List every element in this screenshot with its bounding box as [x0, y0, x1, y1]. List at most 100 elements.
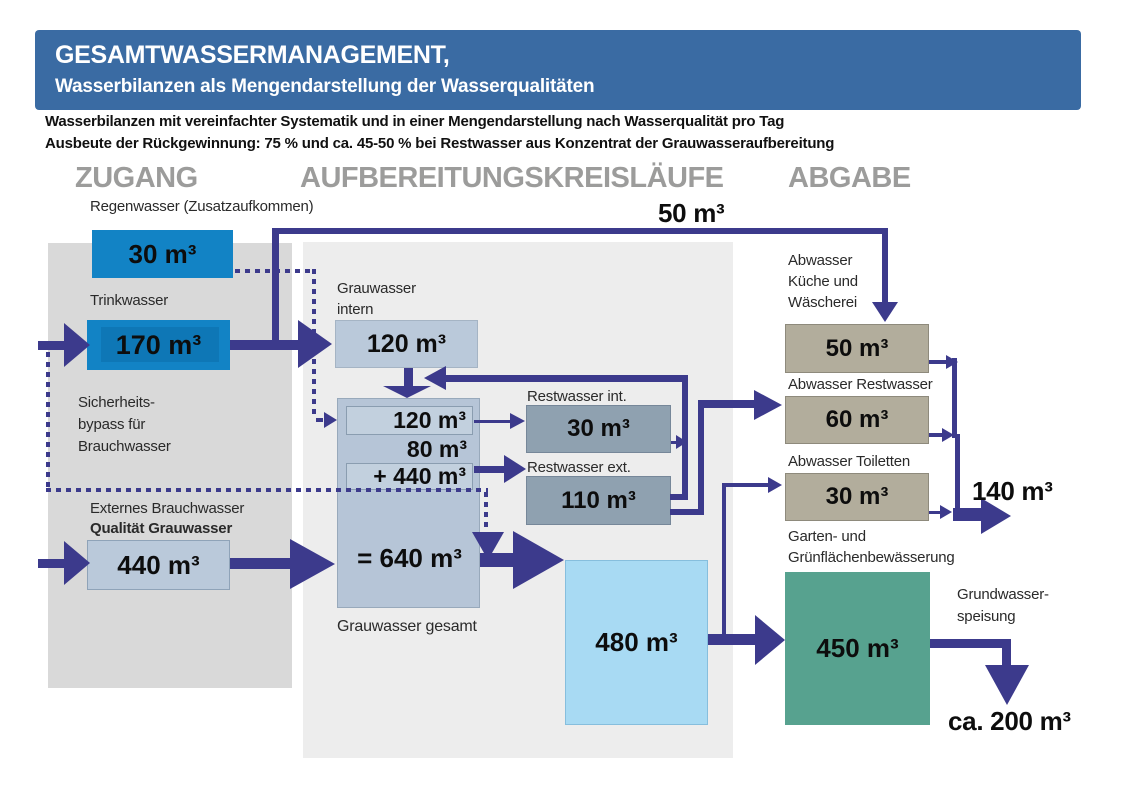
- flow-arrow-trinkwasser-in-tail: [38, 341, 68, 350]
- page-title: GESAMTWASSERMANAGEMENT,: [55, 41, 450, 69]
- grundwasser-line-vertical: [1002, 639, 1011, 667]
- abwasser-toiletten-box: 30 m³: [785, 473, 929, 521]
- abwasser-kueche-label-line1: Abwasser: [788, 252, 853, 269]
- flow-arrow-extern-in-tail: [38, 559, 68, 568]
- flow-value-140: 140 m³: [972, 476, 1053, 506]
- flow-arrow-480-to-450-head: [755, 615, 785, 665]
- restwasser-ext-label: Restwasser ext.: [527, 459, 631, 476]
- bypass-label-line1: Sicherheits-: [78, 394, 155, 411]
- column-header-aufbereitung: AUFBEREITUNGSKREISLÄUFE: [300, 162, 724, 194]
- grundwasser-label: Grundwasser- speisung: [957, 584, 1049, 628]
- trinkwasser-label: Trinkwasser: [90, 292, 169, 309]
- flow-arrow-trink-to-intern-tail: [230, 340, 304, 350]
- flow-arrow-extern-in-head: [64, 541, 90, 585]
- page-subtitle: Wasserbilanzen als Mengendarstellung der…: [55, 76, 595, 97]
- flow-line-440-to-110: [474, 466, 506, 473]
- abwasser-kueche-label-line3: Wäscherei: [788, 294, 858, 311]
- mix-value-80: 80 m³: [406, 435, 467, 462]
- flow-line-110-out: [670, 509, 704, 515]
- abwasser-toiletten-value: 30 m³: [825, 483, 889, 510]
- trinkwasser-box-inner: [101, 327, 219, 362]
- mix-value-extern-box: + 440 m³: [346, 463, 473, 490]
- flow-arrow-440-to-110-head: [504, 455, 526, 483]
- bypass-dotted-drop: [484, 492, 488, 532]
- mix-value-80-row: 80 m³: [346, 435, 473, 462]
- restwasser-int-label: Restwasser int.: [527, 388, 627, 405]
- regenwasser-box: 30 m³: [92, 230, 233, 278]
- flow-arrow-140-tail: [953, 508, 983, 521]
- bypass-dotted-horizontal: [46, 488, 488, 492]
- column-header-abgabe: ABGABE: [788, 162, 911, 194]
- flow-line-30-out: [671, 441, 677, 444]
- restwasser-int-box: 30 m³: [526, 405, 671, 453]
- trinkwasser-box: 170 m³: [87, 320, 230, 370]
- flow-arrow-440-to-gesamt-head: [290, 539, 335, 589]
- extern-brauchwasser-label: Externes Brauchwasser: [90, 500, 245, 517]
- grundwasser-arrow-head: [985, 665, 1029, 705]
- grundwasser-label-line2: speisung: [957, 608, 1016, 625]
- bypass-label-line3: Brauchwasser: [78, 438, 171, 455]
- abwasser-kueche-box: 50 m³: [785, 324, 929, 373]
- flow-arrow-480-to-450-tail: [708, 634, 758, 645]
- flow-arrow-140-head: [981, 498, 1011, 534]
- abwasser-kueche-label: Abwasser Küche und Wäscherei: [788, 250, 858, 313]
- mix-value-intern: 120 m³: [393, 407, 466, 433]
- flow-line-110-up: [698, 403, 704, 515]
- intro-line-2: Ausbeute der Rückgewinnung: 75 % und ca.…: [45, 135, 835, 152]
- recycle-line-back: [446, 375, 686, 382]
- recycle-arrow-head: [424, 366, 446, 390]
- restwasser-int-value: 30 m³: [567, 415, 630, 442]
- regen-dotted-vertical: [312, 269, 316, 417]
- flow-arrow-60-head: [754, 390, 782, 420]
- mix-value-intern-box: 120 m³: [346, 406, 473, 435]
- bypass-label: Sicherheits- bypass für Brauchwasser: [78, 392, 171, 458]
- restwasser-ext-value: 110 m³: [561, 486, 636, 514]
- flow-arrow-trinkwasser-in-head: [64, 323, 90, 367]
- flow-value-200: ca. 200 m³: [948, 706, 1071, 736]
- regen-dotted-dash: [316, 418, 323, 422]
- grauwasser-intern-box: 120 m³: [335, 320, 478, 368]
- abwasser-toiletten-label: Abwasser Toiletten: [788, 453, 911, 470]
- flow-stub-intern-down: [404, 368, 413, 386]
- bypass-arrow-head: [472, 532, 504, 560]
- toilet-branch-head: [768, 477, 782, 493]
- garten-label-line1: Garten- und: [788, 528, 866, 545]
- grauwasser-intern-label: Grauwasser intern: [337, 278, 416, 320]
- regen-dotted-horizontal: [235, 269, 315, 273]
- grundwasser-label-line1: Grundwasser-: [957, 586, 1049, 603]
- trinkwasser-value: 170 m³: [115, 329, 202, 360]
- abwasser-restwasser-box: 60 m³: [785, 396, 929, 444]
- abwasser-kueche-value: 50 m³: [825, 334, 889, 362]
- flow-arrow-kueche-head: [872, 302, 898, 322]
- regenwasser-label: Regenwasser (Zusatzaufkommen): [90, 198, 314, 215]
- mix-sum-value: = 640 m³: [357, 542, 462, 573]
- intro-line-1: Wasserbilanzen mit vereinfachter Systema…: [45, 113, 785, 130]
- garten-label: Garten- und Grünflächenbewässerung: [788, 526, 955, 568]
- grauwasser-gesamt-box: 120 m³ 80 m³ + 440 m³ = 640 m³: [337, 398, 480, 608]
- outlet-30-line: [929, 511, 943, 514]
- zugang-panel: [48, 243, 292, 688]
- extern-brauchwasser-box: 440 m³: [87, 540, 230, 590]
- flow-line-120-to-30: [474, 420, 512, 423]
- bypass-label-line2: bypass für: [78, 416, 146, 433]
- mix-value-extern: + 440 m³: [373, 463, 466, 489]
- flow-line-top-horizontal: [272, 228, 888, 234]
- regen-dotted-arrow-head: [324, 412, 337, 428]
- flow-arrow-440-to-gesamt-tail: [230, 558, 292, 569]
- bypass-dotted-vertical: [46, 352, 50, 490]
- outlet-60-head: [942, 428, 954, 442]
- grauwasser-gesamt-label: Grauwasser gesamt: [337, 618, 477, 635]
- restwasser-ext-box: 110 m³: [526, 476, 671, 525]
- grauwasser-intern-label-line2: intern: [337, 301, 374, 318]
- flow-line-top-drop: [882, 228, 888, 304]
- regenwasser-value: 30 m³: [128, 238, 197, 269]
- flow-line-110-right: [698, 400, 756, 408]
- speicher-value: 480 m³: [595, 627, 678, 657]
- garten-label-line2: Grünflächenbewässerung: [788, 549, 955, 566]
- outlet-30-head: [940, 505, 952, 519]
- abwasser-restwasser-value: 60 m³: [825, 406, 889, 433]
- column-header-zugang: ZUGANG: [75, 162, 198, 194]
- flow-stub-intern-down-head: [383, 386, 431, 398]
- flow-arrow-120-to-30-head: [510, 413, 525, 429]
